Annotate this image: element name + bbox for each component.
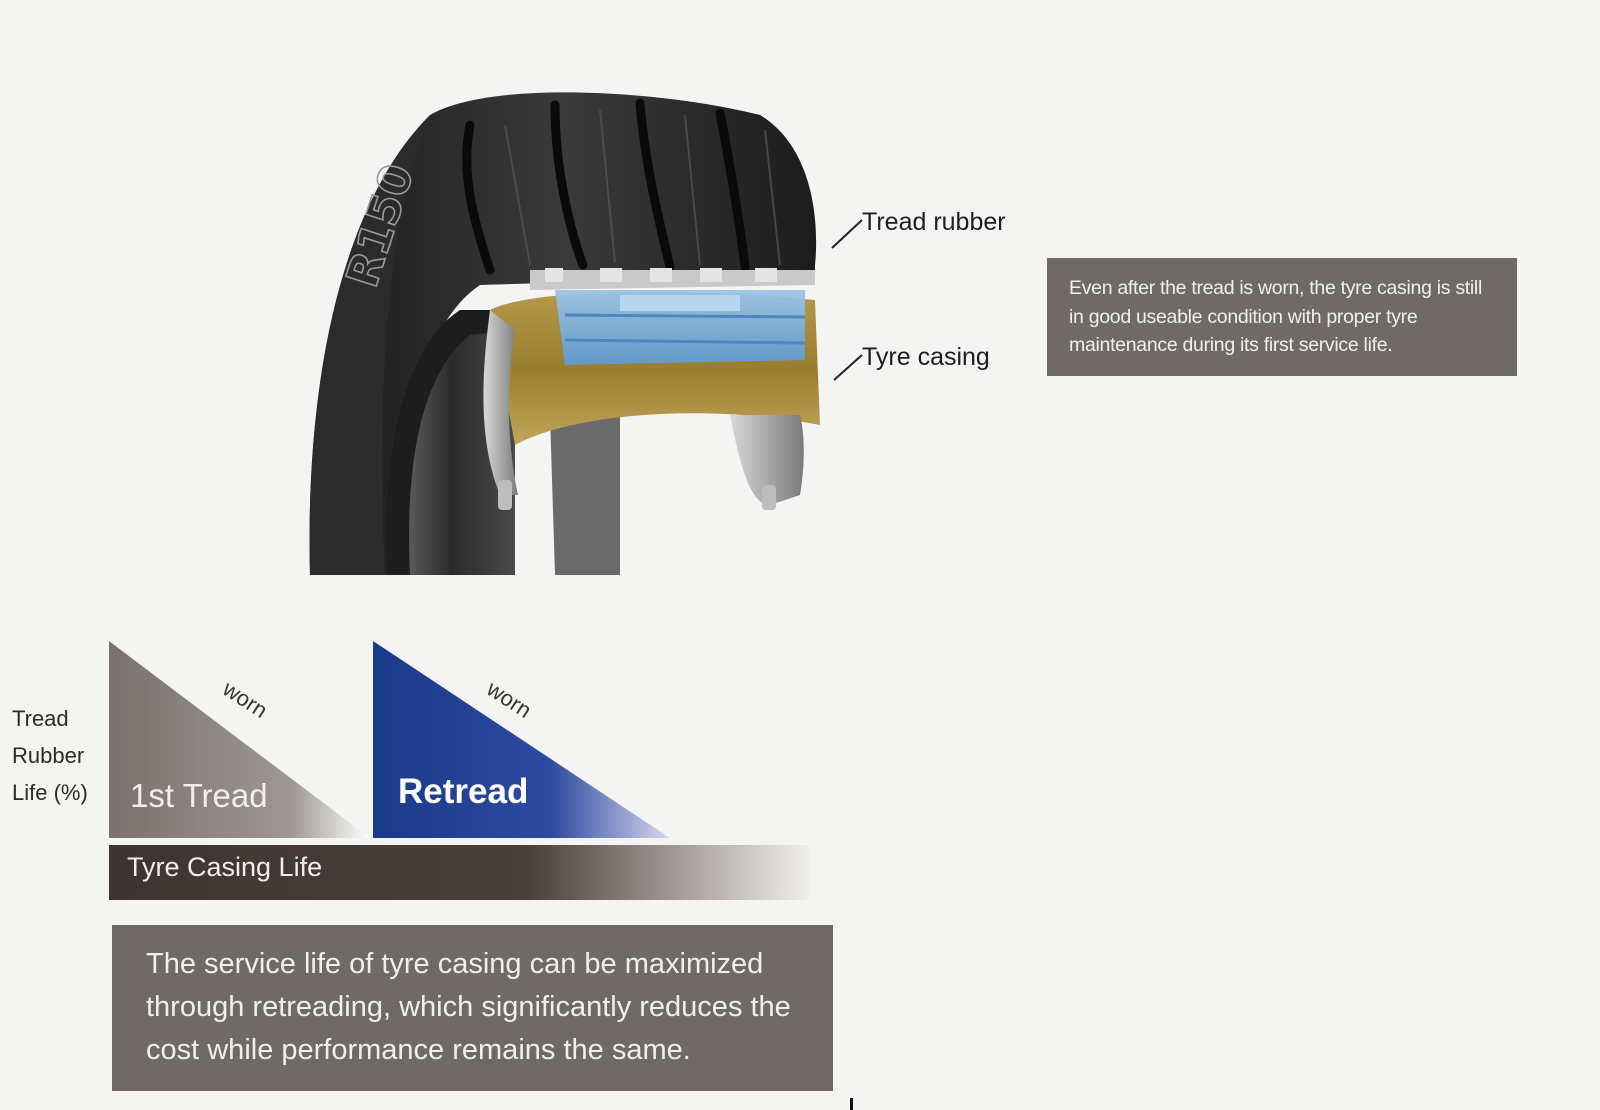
info-box-text: Even after the tread is worn, the tyre c… (1069, 277, 1482, 356)
casing-life-bar (109, 845, 809, 900)
first-tread-triangle (109, 641, 370, 838)
summary-text: The service life of tyre casing can be m… (146, 948, 791, 1066)
y-axis-label-line: Tread (12, 706, 69, 731)
divider-mark (850, 1098, 853, 1110)
info-box: Even after the tread is worn, the tyre c… (1047, 258, 1517, 376)
summary-box: The service life of tyre casing can be m… (112, 925, 833, 1091)
callout-tread-rubber: Tread rubber (862, 208, 1006, 236)
retread-label: Retread (398, 772, 529, 811)
first-tread-label: 1st Tread (130, 777, 268, 814)
y-axis-label-line: Rubber (12, 743, 85, 768)
tyre-cutaway-illustration: R150 (309, 92, 820, 575)
casing-life-label: Tyre Casing Life (127, 852, 323, 882)
retread-triangle (373, 641, 670, 838)
y-axis-label: Tread Rubber Life (%) (12, 700, 102, 811)
callout-tyre-casing: Tyre casing (862, 343, 990, 371)
y-axis-label-line: Life (%) (12, 780, 88, 805)
tread-life-diagram (109, 641, 809, 900)
